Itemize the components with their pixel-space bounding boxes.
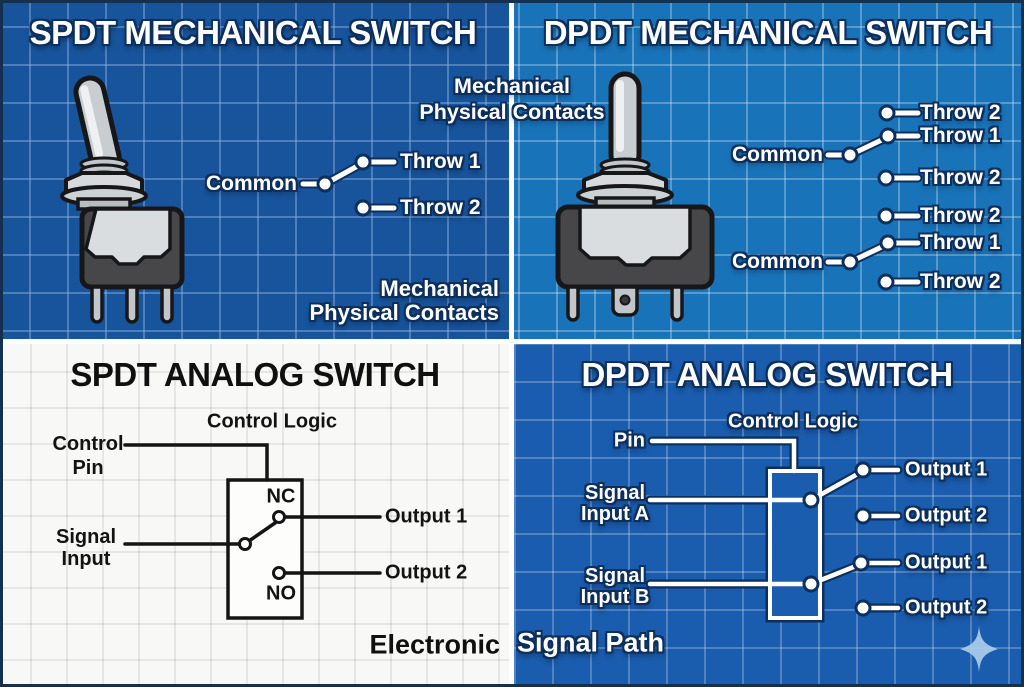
dpdt-pole1-throw1-label: Throw 1 [920, 124, 1001, 147]
label-line: Input A [580, 503, 650, 525]
caption-line: Mechanical [380, 276, 499, 301]
dpdt-analog-control-logic-label: Control Logic [728, 410, 858, 433]
mechanical-contacts-caption-top: Mechanical Physical Contacts [419, 73, 604, 125]
caption-line: Mechanical [454, 74, 570, 98]
quadrant-dpdt-mechanical: DPDT MECHANICAL SWITCH [512, 0, 1024, 343]
dpdt-pole1-throw2-bottom-label: Throw 2 [920, 166, 1001, 189]
spdt-mechanical-title: SPDT MECHANICAL SWITCH [29, 14, 477, 51]
label-line: Signal [584, 565, 645, 587]
no-label: NO [266, 582, 296, 605]
dpdt-mechanical-title: DPDT MECHANICAL SWITCH [543, 14, 993, 51]
spdt-analog-control-logic-label: Control Logic [207, 410, 337, 433]
quadrant-spdt-mechanical: SPDT MECHANICAL SWITCH [0, 0, 512, 343]
signal-input-label: Signal Input [56, 526, 116, 570]
pin-label: Pin [613, 429, 645, 452]
bottom-caption-signal-path: Signal Path [517, 627, 665, 658]
label-line: Input [61, 548, 111, 570]
label-line: Signal [584, 482, 645, 504]
quadrant-dpdt-analog: DPDT ANALOG SWITCH C [512, 343, 1024, 687]
dpdt-pole2-throw2-bottom-label: Throw 2 [920, 270, 1001, 293]
quadrant-spdt-analog: SPDT ANALOG SWITCH Control Logic Control… [0, 343, 512, 687]
bottom-caption-electronic: Electronic [369, 629, 500, 660]
caption-line: Physical Contacts [309, 300, 499, 325]
mechanical-contacts-caption-bottom: Mechanical Physical Contacts [309, 277, 499, 325]
contact-dots [841, 104, 897, 291]
dpdt-pole2-throw1-label: Throw 1 [920, 231, 1001, 254]
spdt-throw1-label: Throw 1 [400, 150, 481, 173]
quadrant-divider-horizontal [0, 339, 1024, 344]
label-line: Signal [55, 526, 117, 548]
nc-label: NC [266, 485, 296, 508]
sparkle-icon [960, 626, 998, 672]
switch-terminals [566, 285, 684, 322]
spdt-analog-output1-label: Output 1 [385, 505, 468, 528]
spdt-analog-schematic [123, 443, 382, 620]
spdt-toggle-switch-illustration [60, 75, 185, 324]
dpdt-toggle-switch-illustration [555, 71, 715, 322]
label-line: Control [52, 433, 124, 455]
dpdt-analog-pole2-output1-label: Output 1 [905, 551, 988, 574]
control-pin-label: Control Pin [52, 432, 123, 480]
label-line: Input B [580, 586, 650, 608]
spdt-mechanical-schematic [298, 153, 399, 217]
dpdt-pole2-throw2-top-label: Throw 2 [920, 204, 1001, 227]
dpdt-analog-title: DPDT ANALOG SWITCH [581, 356, 953, 393]
spdt-common-label: Common [206, 172, 297, 195]
signal-input-b-label: Signal Input B [581, 566, 650, 608]
spdt-throw2-label: Throw 2 [400, 196, 481, 219]
dpdt-analog-pole2-output2-label: Output 2 [905, 596, 988, 619]
label-line: Pin [72, 457, 104, 479]
dpdt-mechanical-schematic [823, 104, 923, 291]
contact-dots [802, 461, 872, 617]
dpdt-analog-schematic [645, 436, 903, 623]
dpdt-pole1-throw2-top-label: Throw 2 [920, 101, 1001, 124]
spdt-analog-title: SPDT ANALOG SWITCH [70, 356, 440, 393]
signal-input-a-label: Signal Input A [581, 483, 649, 525]
dpdt-analog-pole1-output1-label: Output 1 [905, 458, 988, 481]
dpdt-analog-pole1-output2-label: Output 2 [905, 504, 988, 527]
dpdt-pole1-common-label: Common [732, 143, 823, 166]
spdt-analog-output2-label: Output 2 [385, 561, 468, 584]
dpdt-pole2-common-label: Common [732, 250, 823, 273]
contact-dots [316, 153, 372, 217]
switch-pins [90, 285, 174, 324]
caption-line: Physical Contacts [419, 100, 605, 124]
contact-dots [238, 510, 286, 580]
